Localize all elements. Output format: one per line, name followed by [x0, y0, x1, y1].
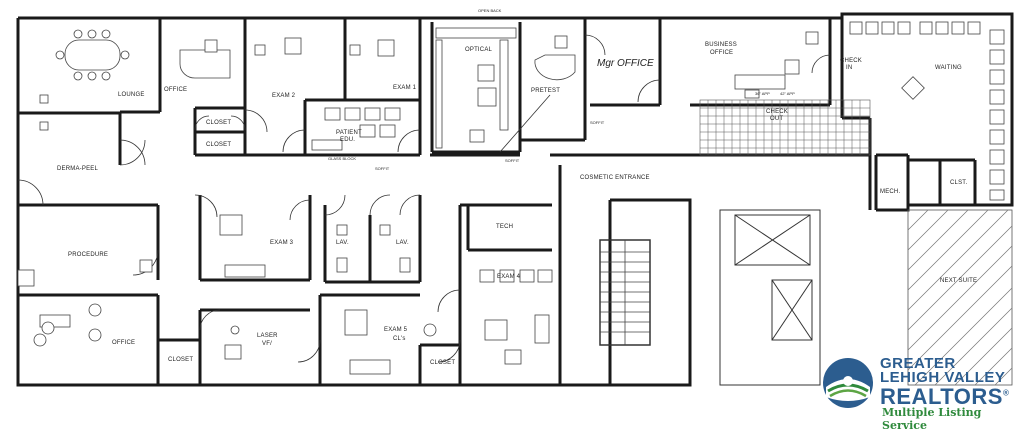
label-mech: MECH. [880, 189, 900, 195]
sunrise-logo-icon [823, 358, 873, 408]
label-cosmetic-entrance: COSMETIC ENTRANCE [580, 175, 650, 181]
label-clst: CLST. [950, 180, 967, 186]
label-exam2: EXAM 2 [272, 93, 296, 99]
label-business-2: OFFICE [710, 50, 733, 56]
label-lav-1: LAV. [336, 240, 349, 246]
registered-mark: ® [1002, 388, 1010, 398]
label-exam4: EXAM 4 [497, 274, 521, 280]
label-office-bottom: OFFICE [112, 340, 135, 346]
note-app-36: 36" APP [755, 91, 770, 96]
label-business-1: BUSINESS [705, 42, 737, 48]
label-patient-edu-1: PATIENT [336, 130, 362, 136]
logo-line-mls: Multiple Listing Service [882, 406, 982, 432]
label-derma-peel: DERMA-PEEL [57, 166, 98, 172]
note-soffit-2: SOFFIT [505, 158, 520, 163]
logo-line-realtors: REALTORS® [880, 384, 1010, 409]
logo-line-greater: GREATER [880, 355, 956, 372]
label-waiting: WAITING [935, 65, 962, 71]
label-check-in-2: IN [846, 65, 852, 71]
label-closet-b: CLOSET [206, 142, 231, 148]
door-swings [17, 34, 831, 363]
lower-walls [18, 113, 552, 385]
note-soffit-3: SOFFIT [590, 120, 605, 125]
stairwell [599, 239, 651, 346]
label-mgr-office: Mgr OFFICE [597, 58, 654, 69]
mls-logo: GREATER LEHIGH VALLEY REALTORS® Multiple… [818, 353, 1018, 432]
logo-line-lehigh-valley: LEHIGH VALLEY [880, 369, 1006, 386]
label-check-in-1: CHECK [840, 58, 862, 64]
label-check-out-1: CHECK [766, 109, 788, 115]
floor-plan: LOUNGE OFFICE CLOSET CLOSET EXAM 2 EXAM … [16, 8, 1014, 387]
label-laser-2: VF/ [262, 341, 272, 347]
outer-walls [16, 12, 1014, 387]
label-lav-2: LAV. [396, 240, 409, 246]
elevators [719, 209, 821, 386]
label-check-out-2: OUT [770, 116, 783, 122]
label-lounge: LOUNGE [118, 92, 145, 98]
note-glass-block: GLASS BLOCK [328, 156, 356, 161]
label-exam5-1: EXAM 5 [384, 327, 408, 333]
label-exam5-2: CL's [393, 336, 406, 342]
note-open-back: OPEN BACK [478, 8, 502, 13]
label-procedure: PROCEDURE [68, 252, 108, 258]
label-tech: TECH [496, 224, 513, 230]
label-closet-a: CLOSET [206, 120, 231, 126]
label-patient-edu-2: EDU. [340, 137, 355, 143]
furniture [17, 21, 1005, 375]
label-pretest: PRETEST [531, 88, 560, 94]
note-soffit-1: SOFFIT [375, 166, 390, 171]
label-optical: OPTICAL [465, 47, 493, 53]
upper-walls [18, 18, 977, 210]
note-app-42: 42" APP [780, 91, 795, 96]
label-laser-1: LASER [257, 333, 278, 339]
room-labels: LOUNGE OFFICE CLOSET CLOSET EXAM 2 EXAM … [57, 42, 977, 366]
label-exam3: EXAM 3 [270, 240, 294, 246]
label-office-top: OFFICE [164, 87, 187, 93]
check-out-tile-floor [699, 99, 871, 156]
label-closet-exam5: CLOSET [430, 360, 455, 366]
small-notes: OPEN BACK GLASS BLOCK SOFFIT SOFFIT SOFF… [328, 8, 795, 171]
label-next-suite: NEXT SUITE [940, 278, 977, 284]
next-suite-hatch [907, 209, 1013, 386]
label-closet-bottom: CLOSET [168, 357, 193, 363]
label-exam1: EXAM 1 [393, 85, 417, 91]
